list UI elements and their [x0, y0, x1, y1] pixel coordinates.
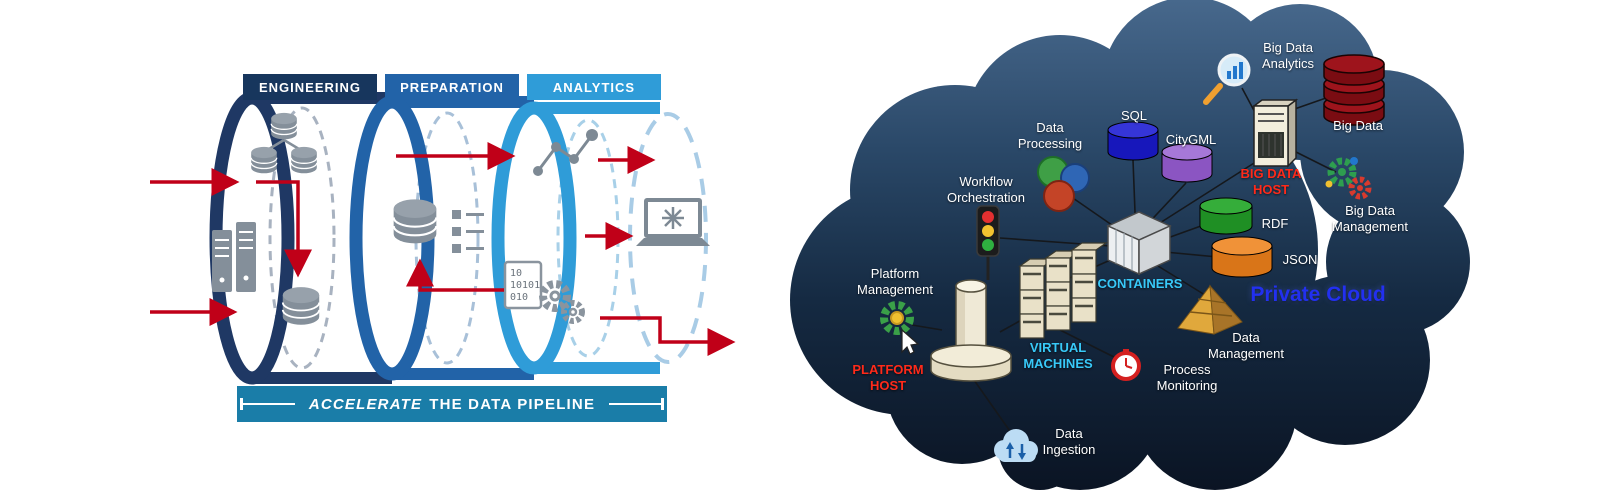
- stage-tab-engineering: ENGINEERING: [243, 74, 377, 100]
- big-data-analytics-icon: [1203, 53, 1251, 105]
- big-data-management-icon: [1325, 157, 1372, 200]
- big-data-icon: [1323, 54, 1385, 126]
- gears-binary-icon: 10 10101 010: [503, 260, 585, 324]
- containers-crate-icon: [1106, 211, 1172, 276]
- label-big-data: Big Data: [1333, 118, 1383, 133]
- virtual-machines-rack-icon: [1018, 242, 1108, 339]
- label-data-processing: Data Processing: [1017, 120, 1083, 151]
- sql-db-icon: [1107, 121, 1159, 161]
- scatter-graph-icon: [533, 129, 598, 176]
- label-big-data-analytics: Big Data Analytics: [1261, 40, 1315, 71]
- private-cloud-title: Private Cloud: [1250, 283, 1386, 306]
- label-containers: CONTAINERS: [1097, 276, 1183, 291]
- label-platform-host: PLATFORM HOST: [852, 362, 924, 393]
- data-management-pyramid-icon: [1177, 284, 1243, 335]
- banner-rest: THE DATA PIPELINE: [429, 395, 596, 413]
- rdf-db-icon: [1199, 197, 1253, 235]
- pipeline-banner: ACCELERATE THE DATA PIPELINE: [237, 386, 667, 422]
- laptop-snowflake-icon: [636, 198, 710, 246]
- banner-rule-left: [239, 398, 295, 410]
- data-ingestion-cloud-icon: [994, 429, 1038, 462]
- label-json: JSON: [1282, 252, 1318, 267]
- banner-emphasis: ACCELERATE: [308, 395, 423, 413]
- big-data-host-icon: [1251, 98, 1299, 168]
- json-db-icon: [1211, 236, 1273, 278]
- label-big-data-host: BIG DATA HOST: [1240, 166, 1302, 197]
- svg-text:10101: 10101: [510, 280, 540, 291]
- svg-text:10: 10: [510, 268, 522, 279]
- platform-management-icon: [880, 301, 920, 355]
- label-data-management: Data Management: [1208, 330, 1284, 361]
- label-process-monitoring: Process Monitoring: [1156, 362, 1218, 393]
- label-sql: SQL: [1120, 108, 1147, 123]
- label-workflow-orchestration: Workflow Orchestration: [946, 174, 1026, 205]
- data-processing-icon: [1037, 156, 1090, 212]
- single-database-icon: [281, 286, 321, 326]
- process-monitoring-clock-icon: [1111, 349, 1141, 381]
- label-data-ingestion: Data Ingestion: [1042, 426, 1096, 457]
- citygml-db-icon: [1161, 143, 1213, 183]
- pipeline-tube: [209, 91, 708, 385]
- label-rdf: RDF: [1261, 216, 1289, 231]
- label-citygml: CityGML: [1165, 132, 1217, 147]
- platform-host-tower-icon: [930, 279, 1012, 382]
- stage-tab-preparation: PREPARATION: [385, 74, 519, 100]
- database-list-icon: [392, 198, 484, 253]
- banner-text: ACCELERATE THE DATA PIPELINE: [309, 396, 595, 413]
- db-cluster-icon: [250, 112, 318, 174]
- svg-text:010: 010: [510, 292, 528, 303]
- server-rack-gray-icon: [212, 222, 256, 292]
- stage-tab-analytics: ANALYTICS: [527, 74, 661, 100]
- banner-rule-right: [609, 398, 665, 410]
- label-virtual-machines: VIRTUAL MACHINES: [1023, 340, 1093, 371]
- flow-arrows: [150, 142, 736, 356]
- label-platform-management: Platform Management: [857, 266, 933, 297]
- label-big-data-management: Big Data Management: [1332, 203, 1408, 234]
- workflow-orchestration-icon: [976, 205, 1000, 280]
